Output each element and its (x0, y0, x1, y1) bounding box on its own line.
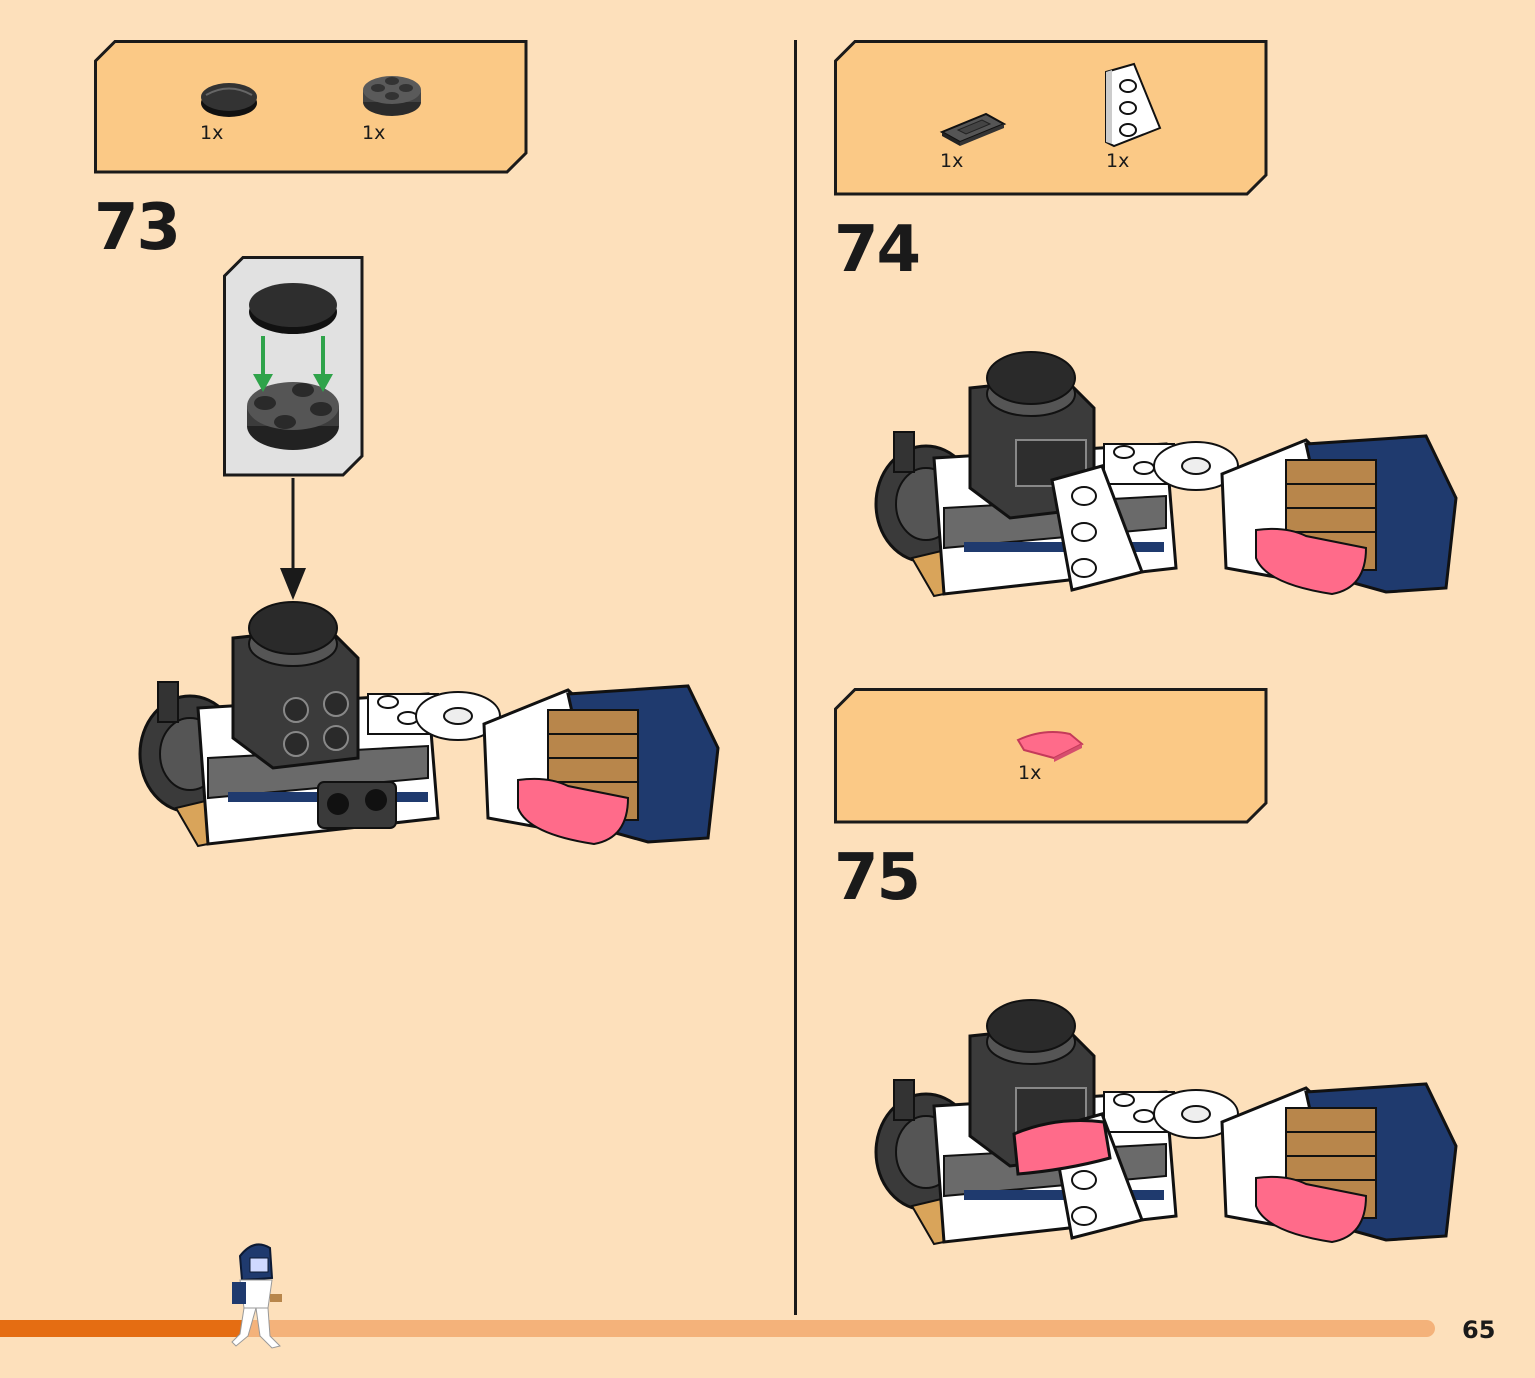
sub-assembly-callout (223, 256, 365, 478)
curved-slope-pink-icon (1016, 731, 1084, 762)
round-plate-2x2-dark-gray-icon (363, 76, 421, 116)
step-number: 73 (94, 191, 181, 265)
sub-assembly-frame (223, 256, 364, 477)
model-assembly-step-74 (874, 351, 1458, 598)
parts-callout-step-75: 1x (834, 688, 1268, 824)
parts-callout-step-73: 1x 1x (94, 40, 528, 174)
column-divider (794, 40, 797, 1315)
down-arrow-icon (280, 478, 306, 600)
model-assembly-step-73 (138, 601, 720, 848)
quantity-label: 1x (940, 150, 964, 172)
wedge-plate-white-icon (1105, 62, 1162, 148)
quantity-label: 1x (1106, 150, 1130, 172)
round-tile-black-icon (201, 83, 257, 117)
minifigure-progress-marker-icon (231, 1243, 282, 1349)
step-number: 74 (834, 213, 921, 287)
quantity-label: 1x (200, 122, 224, 144)
quantity-label: 1x (362, 122, 386, 144)
page-number: 65 (1462, 1316, 1496, 1344)
green-down-arrow-icon (253, 336, 333, 392)
quantity-label: 1x (1018, 762, 1042, 784)
progress-bar-fill (0, 1320, 244, 1337)
parts-callout-step-74: 1x 1x (834, 40, 1268, 196)
step-number: 75 (834, 841, 921, 915)
parts-callout-frame (94, 40, 528, 174)
parts-callout-frame (834, 40, 1268, 196)
progress-bar-track (0, 1320, 1435, 1337)
tile-1x2-dark-gray-icon (939, 112, 1007, 146)
model-assembly-step-75 (874, 999, 1458, 1246)
